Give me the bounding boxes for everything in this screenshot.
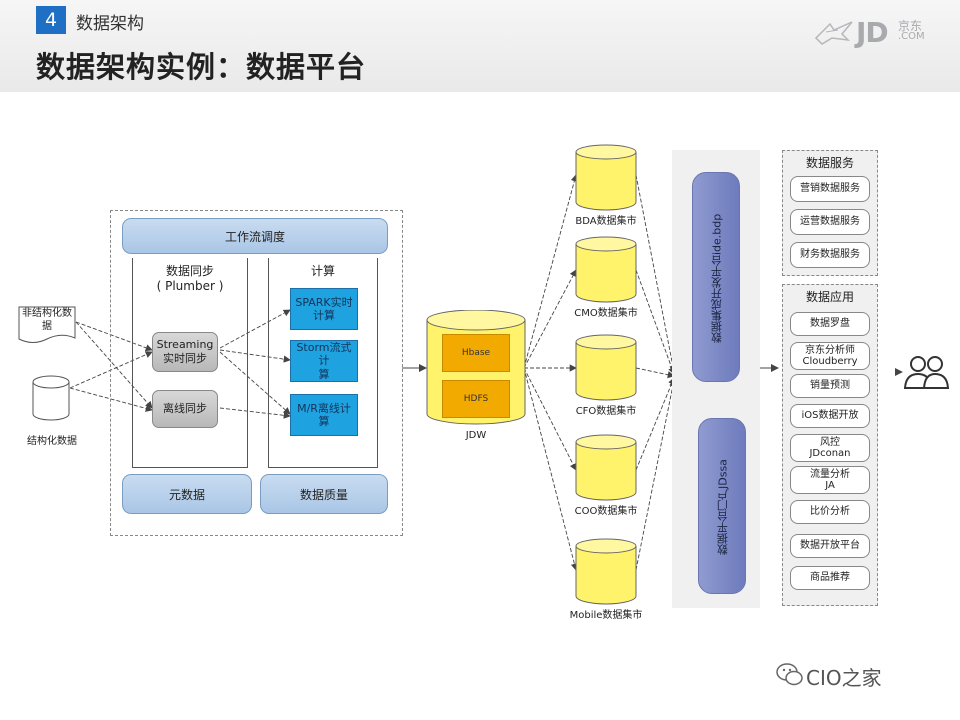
data-mart-label: COO数据集市 bbox=[574, 506, 638, 517]
data-application-item: 销量预测 bbox=[790, 374, 870, 398]
jdssa-line1: 数据平台门户 bbox=[716, 488, 730, 555]
ide-bdp-line1: 数据集成开发平台 bbox=[710, 254, 724, 343]
users-icon bbox=[903, 356, 950, 389]
structured-data-label: 结构化数据 bbox=[27, 436, 77, 447]
data-service-item: 运营数据服务 bbox=[790, 209, 870, 235]
data-quality-box: 数据质量 bbox=[260, 474, 388, 514]
storm-line1: Storm流式计 bbox=[296, 341, 352, 368]
logo-com-text: .COM bbox=[898, 31, 925, 42]
data-application-item: 比价分析 bbox=[790, 500, 870, 524]
wechat-icon bbox=[776, 663, 803, 686]
logo-jd-text: JD bbox=[856, 16, 889, 49]
data-mart-cylinder bbox=[575, 334, 637, 401]
data-application-item: 数据罗盘 bbox=[790, 312, 870, 336]
ide-bdp-line2: ide.bdp bbox=[710, 213, 724, 255]
data-application-item: 数据开放平台 bbox=[790, 534, 870, 558]
compute-title: 计算 bbox=[310, 264, 335, 278]
streaming-sync-line2: 实时同步 bbox=[163, 352, 207, 365]
ide-bdp-text: 数据集成开发平台 ide.bdp bbox=[693, 173, 741, 383]
unstructured-data-label: 非结构化数据 bbox=[22, 308, 72, 332]
offline-sync-box: 离线同步 bbox=[152, 390, 218, 428]
data-mart-label: BDA数据集市 bbox=[575, 216, 637, 227]
ide-bdp-pill: 数据集成开发平台 ide.bdp bbox=[692, 172, 740, 382]
jdssa-text: 数据平台门户 JDssa bbox=[699, 419, 747, 595]
data-sync-title: 数据同步 bbox=[165, 264, 214, 278]
workflow-scheduler: 工作流调度 bbox=[122, 218, 388, 254]
data-application-line: 流量分析 bbox=[810, 468, 850, 480]
data-mart-label: CMO数据集市 bbox=[574, 308, 638, 319]
data-mart-cylinder bbox=[575, 144, 637, 211]
data-sync-column bbox=[132, 258, 248, 468]
data-application-line: 商品推荐 bbox=[810, 572, 850, 584]
data-mart-cylinder bbox=[575, 538, 637, 605]
data-platform-container bbox=[110, 210, 403, 536]
streaming-sync-line1: Streaming bbox=[156, 338, 214, 352]
spark-line2: 计算 bbox=[313, 309, 335, 322]
spark-compute-box: SPARK实时 计算 bbox=[290, 288, 358, 330]
page-title: 数据架构实例：数据平台 bbox=[36, 50, 367, 84]
data-service-item: 财务数据服务 bbox=[790, 242, 870, 268]
section-title: 数据架构 bbox=[76, 14, 144, 34]
data-sync-subtitle: ( Plumber ) bbox=[156, 279, 224, 293]
data-application-item: 商品推荐 bbox=[790, 566, 870, 590]
data-application-line: 京东分析师 bbox=[805, 344, 855, 356]
jdw-label: JDW bbox=[465, 430, 487, 441]
data-mart-cylinder bbox=[575, 434, 637, 501]
data-application-line: 数据开放平台 bbox=[800, 540, 860, 552]
data-application-item: iOS数据开放 bbox=[790, 404, 870, 428]
data-application-line: JDconan bbox=[809, 448, 851, 459]
jd-logo: JD 京东 .COM bbox=[812, 16, 932, 50]
document-icon bbox=[18, 306, 76, 343]
data-applications-title: 数据应用 bbox=[805, 290, 854, 304]
data-mart-cylinder bbox=[575, 236, 637, 303]
database-icon bbox=[32, 375, 70, 421]
hbase-box: Hbase bbox=[442, 334, 510, 372]
jdssa-pill: 数据平台门户 JDssa bbox=[698, 418, 746, 594]
data-mart-label: Mobile数据集市 bbox=[569, 610, 643, 621]
data-application-line: 销量预测 bbox=[810, 380, 850, 392]
footer-watermark: CIO之家 bbox=[806, 666, 882, 690]
jdssa-line2: JDssa bbox=[716, 459, 730, 489]
header-bar bbox=[0, 0, 960, 92]
streaming-sync-box: Streaming 实时同步 bbox=[152, 332, 218, 372]
data-application-line: JA bbox=[825, 480, 835, 491]
storm-compute-box: Storm流式计 算 bbox=[290, 340, 358, 382]
data-mart-label: CFO数据集市 bbox=[575, 406, 637, 417]
storm-line2: 算 bbox=[318, 367, 330, 381]
section-number-badge: 4 bbox=[36, 6, 66, 34]
hdfs-box: HDFS bbox=[442, 380, 510, 418]
logo-cn-text: 京东 bbox=[898, 19, 923, 33]
data-application-line: 比价分析 bbox=[810, 506, 850, 518]
spark-line1: SPARK实时 bbox=[295, 295, 353, 309]
metadata-box: 元数据 bbox=[122, 474, 252, 514]
jd-dog-logo-icon bbox=[814, 21, 853, 45]
data-application-line: iOS数据开放 bbox=[801, 410, 859, 422]
data-application-line: 数据罗盘 bbox=[810, 318, 850, 330]
data-services-title: 数据服务 bbox=[805, 156, 854, 170]
compute-column bbox=[268, 258, 378, 468]
data-application-line: 风控 bbox=[820, 436, 840, 448]
data-application-line: Cloudberry bbox=[802, 356, 858, 367]
mr-compute-box: M/R离线计算 bbox=[290, 394, 358, 436]
data-service-item: 营销数据服务 bbox=[790, 176, 870, 202]
